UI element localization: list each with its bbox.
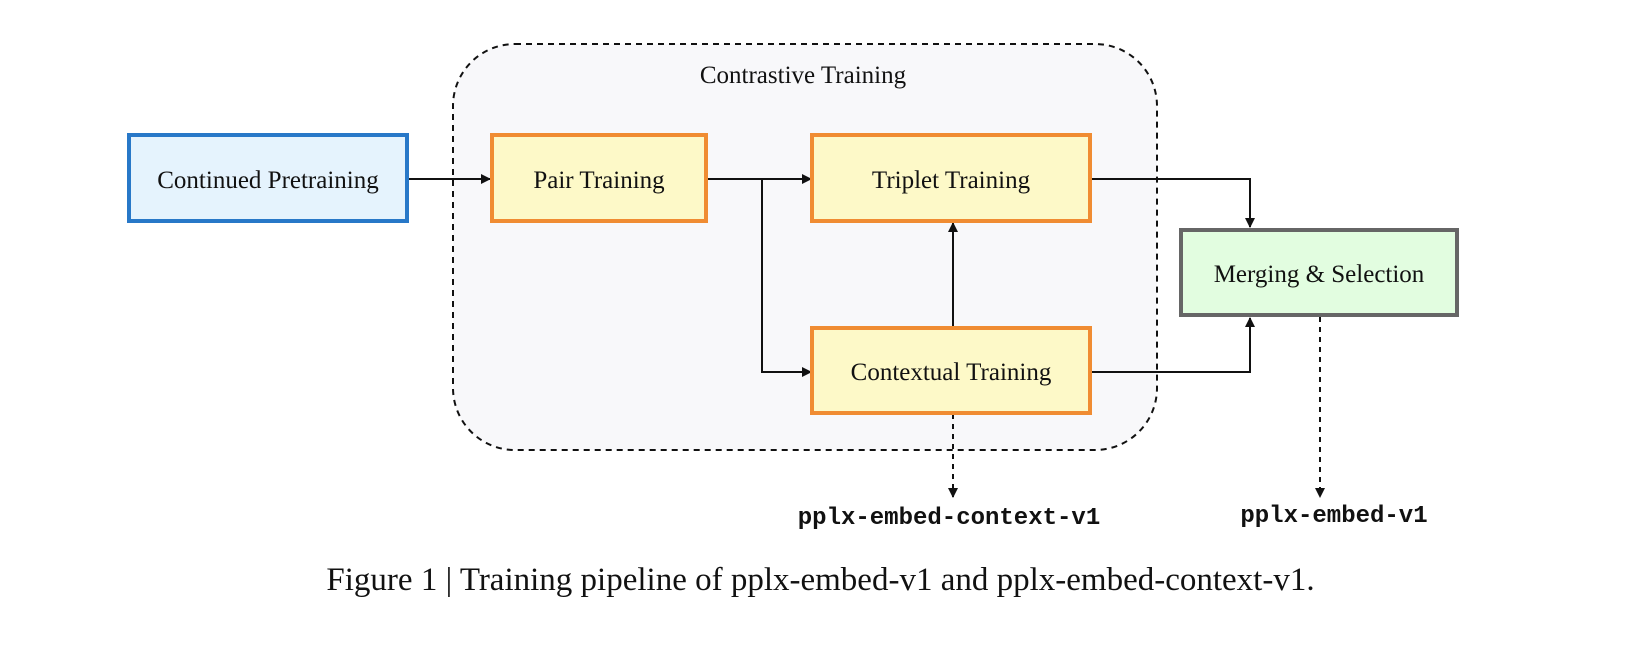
pipeline-diagram: Contrastive Training Continued Pretraini… <box>127 43 1459 532</box>
triplet-training-label: Triplet Training <box>872 167 1031 194</box>
output-context-model-label: pplx-embed-context-v1 <box>798 505 1100 532</box>
figure-caption: Figure 1 | Training pipeline of pplx-emb… <box>326 562 1315 598</box>
output-embed-model-label: pplx-embed-v1 <box>1240 503 1427 530</box>
pair-training-label: Pair Training <box>533 167 665 194</box>
node-contextual-training: Contextual Training <box>810 326 1092 415</box>
node-continued-pretraining: Continued Pretraining <box>127 133 409 223</box>
edge-triplet-to-merging <box>1091 178 1255 228</box>
contrastive-training-label: Contrastive Training <box>700 62 907 89</box>
node-merging-selection: Merging & Selection <box>1179 228 1459 317</box>
pair-training-box <box>490 133 708 223</box>
node-triplet-training: Triplet Training <box>810 133 1092 223</box>
continued-pretraining-box <box>127 133 409 223</box>
contextual-training-label: Contextual Training <box>851 359 1052 386</box>
node-pair-training: Pair Training <box>490 133 708 223</box>
edge-pair-to-contextual <box>761 179 812 377</box>
merging-selection-box <box>1179 228 1459 317</box>
triplet-training-box <box>810 133 1092 223</box>
merging-selection-label: Merging & Selection <box>1214 261 1425 288</box>
edge-contextual-to-merging <box>1091 317 1255 373</box>
contextual-training-box <box>810 326 1092 415</box>
continued-pretraining-label: Continued Pretraining <box>157 167 379 194</box>
edges <box>408 174 1325 498</box>
